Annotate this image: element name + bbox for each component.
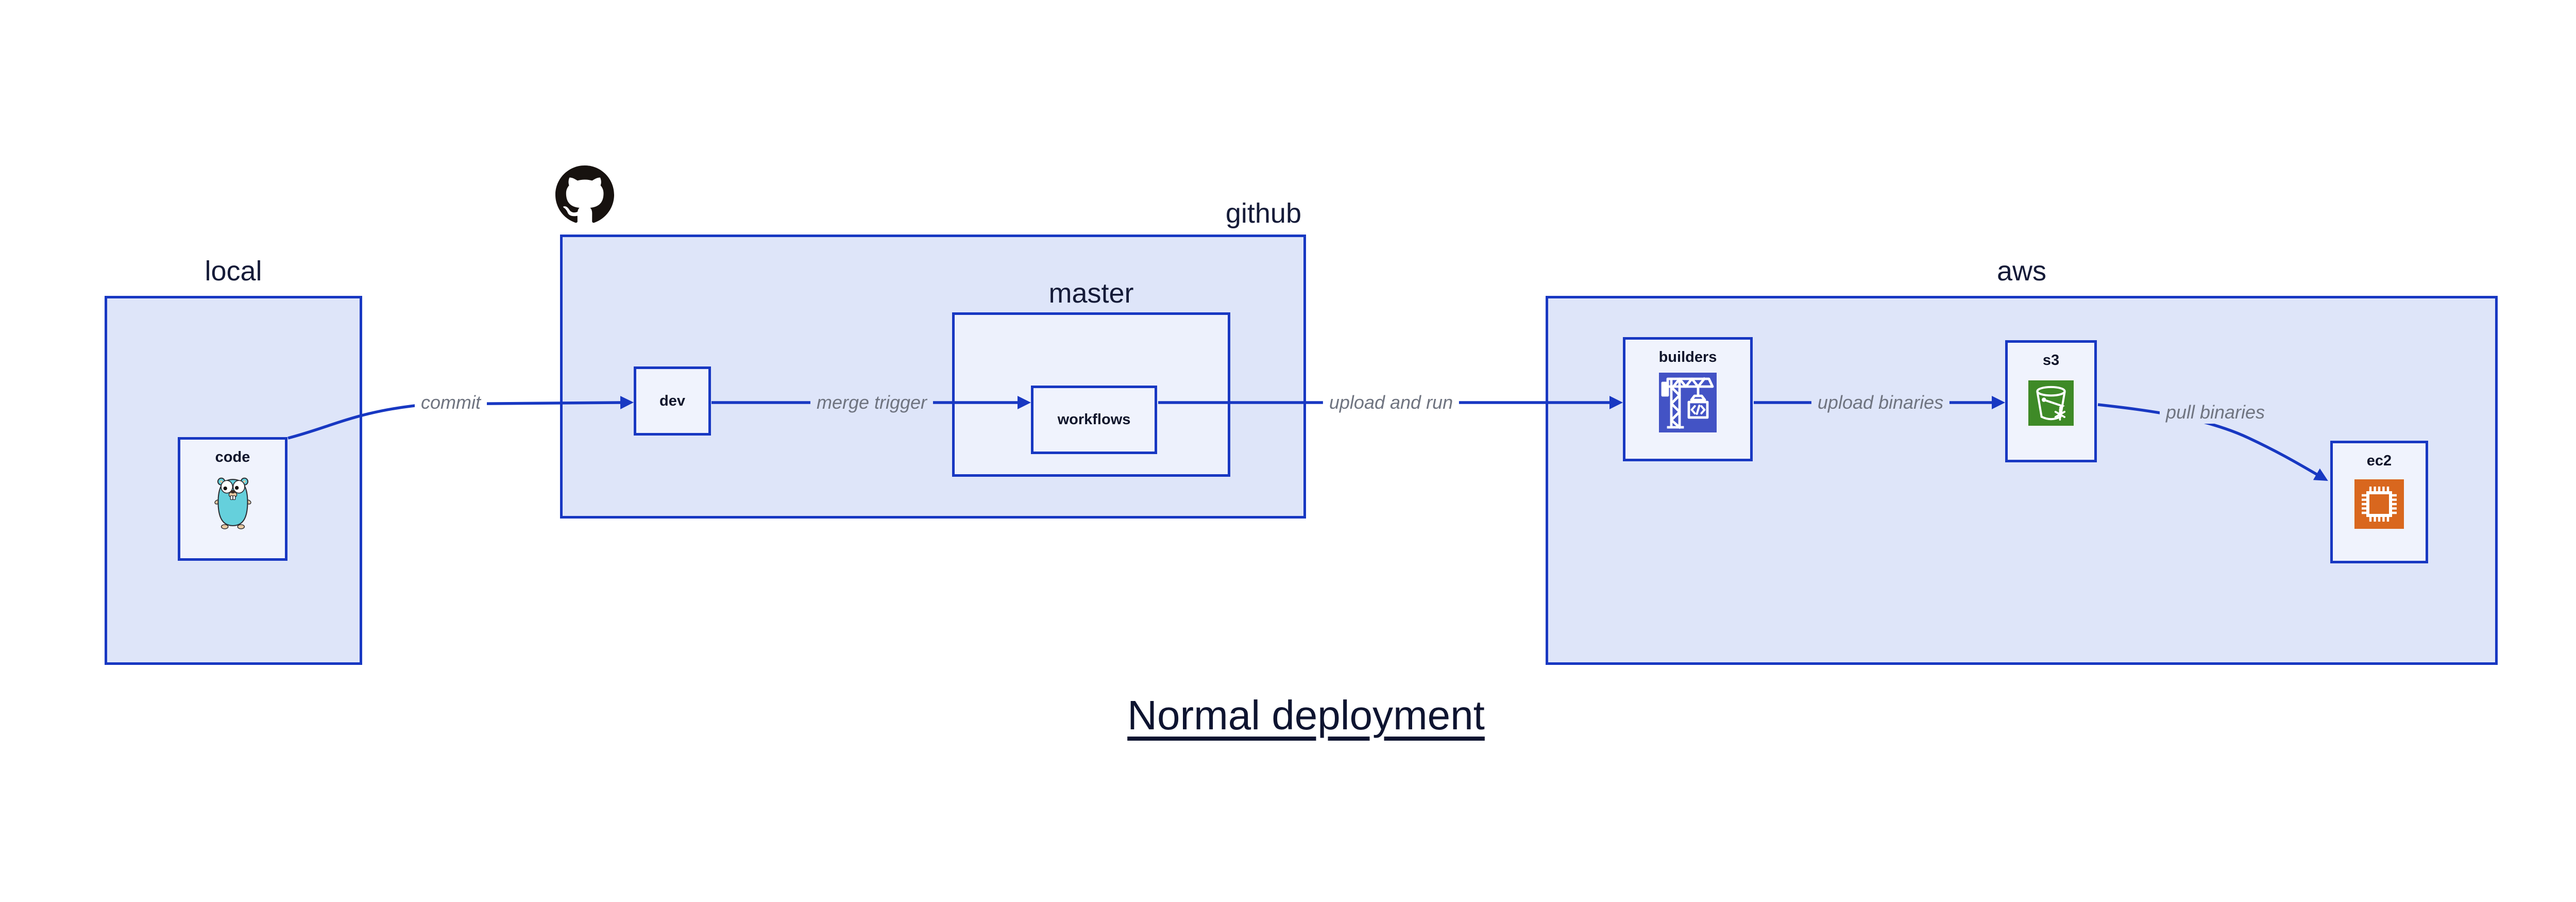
node-workflows: workflows — [1031, 386, 1157, 454]
edge-upload-binaries-label: upload binaries — [1811, 391, 1950, 414]
github-octocat-icon — [555, 164, 614, 228]
edge-merge-trigger-label: merge trigger — [810, 391, 934, 414]
node-builders-label: builders — [1658, 349, 1717, 365]
ec2-chip-icon — [2354, 479, 2404, 531]
local-group-label: local — [205, 256, 262, 287]
s3-bucket-icon — [2028, 380, 2074, 428]
node-builders: builders — [1623, 337, 1753, 461]
node-s3-label: s3 — [2042, 352, 2060, 369]
node-workflows-label: workflows — [1057, 411, 1131, 428]
node-dev: dev — [634, 366, 711, 436]
aws-group-label: aws — [1996, 256, 2047, 287]
edge-commit-label: commit — [415, 391, 487, 414]
go-gopher-icon — [214, 475, 251, 532]
codebuild-crane-icon — [1658, 373, 1717, 435]
master-group-label: master — [1048, 278, 1134, 309]
edge-pull-binaries-label: pull binaries — [2159, 401, 2272, 424]
node-code: code — [178, 437, 287, 561]
node-dev-label: dev — [659, 392, 685, 409]
edge-upload-and-run-label: upload and run — [1323, 391, 1460, 414]
node-ec2: ec2 — [2330, 441, 2428, 563]
node-code-label: code — [215, 449, 250, 465]
diagram-title: Normal deployment — [1127, 692, 1485, 738]
github-group-label: github — [1225, 198, 1301, 229]
node-ec2-label: ec2 — [2366, 453, 2392, 469]
node-s3: s3 — [2005, 340, 2097, 462]
